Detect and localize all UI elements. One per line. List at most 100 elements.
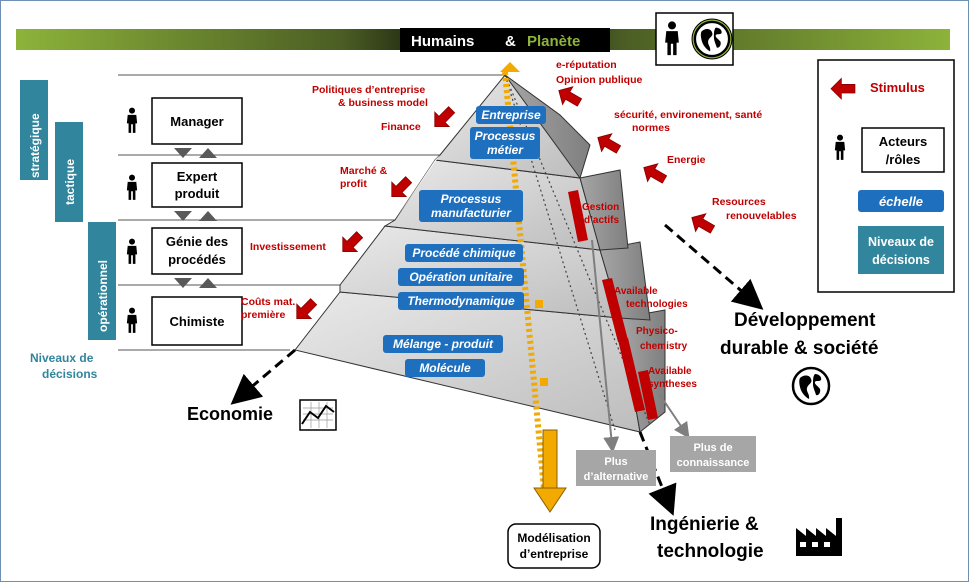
- banner-humains: Humains: [411, 33, 474, 50]
- stim-politiques-l2: & business model: [338, 97, 428, 109]
- modelisation-box: [507, 523, 601, 569]
- role-expert-l2: produit: [175, 186, 220, 201]
- arrow-down-icon: [533, 487, 567, 513]
- role-genie-l2: procédés: [168, 252, 226, 267]
- orange-core: [500, 62, 567, 513]
- stim-marche-l2: profit: [340, 178, 367, 190]
- side-labels: Gestion d’actifs Available technologies …: [582, 202, 697, 390]
- stim-resources-l2: renouvelables: [726, 210, 797, 222]
- globe-icon: [791, 366, 831, 406]
- banner-planete: Planète: [527, 33, 580, 50]
- arrow-up-icon: [199, 278, 217, 288]
- side-red-bars: [568, 190, 658, 420]
- plus-conn-l2: connaissance: [677, 457, 750, 469]
- arrow-down-icon: [174, 211, 192, 221]
- gray-arrows: [591, 239, 690, 453]
- scale-manuf-l1: Processus: [441, 192, 502, 206]
- role-chimiste-box: [151, 296, 243, 346]
- side-tech-l1: Available: [614, 286, 658, 297]
- person-icon: [126, 107, 138, 133]
- globe-icon: [693, 20, 731, 58]
- role-chimiste: Chimiste: [170, 314, 225, 329]
- outcome-economie: Economie: [187, 404, 273, 424]
- arrow-up-icon: [199, 211, 217, 221]
- side-gestion-l2: d’actifs: [584, 215, 619, 226]
- person-icon: [126, 307, 138, 333]
- scales: Entreprise Processus métier Processus ma…: [383, 106, 546, 377]
- level-bar-tactique: [55, 122, 83, 222]
- level-bar-operationnel: [88, 222, 116, 340]
- level-tactique: tactique: [63, 159, 77, 205]
- legend-niveaux-box: [858, 226, 944, 274]
- plus-alt-l1: Plus: [604, 456, 627, 468]
- side-physico-l2: chemistry: [640, 341, 688, 352]
- legend-echelle: échelle: [879, 194, 923, 209]
- stim-ereputation: e-réputation: [556, 59, 617, 71]
- factory-icon: [796, 518, 842, 556]
- stim-resources-l1: Resources: [712, 196, 766, 208]
- role-manager: Manager: [170, 114, 223, 129]
- stim-investissement: Investissement: [250, 241, 326, 253]
- banner-amp: &: [505, 33, 516, 50]
- side-synth-l1: Available: [648, 366, 692, 377]
- plus-connaissance-box: [670, 436, 756, 472]
- role-genie-box: [151, 227, 243, 275]
- stim-securite: sécurité, environement, santé: [614, 109, 762, 121]
- arrow-up-icon: [199, 148, 217, 158]
- legend-acteurs-box: [861, 127, 945, 173]
- stim-couts-l2: première: [241, 309, 286, 321]
- scale-melange: Mélange - produit: [393, 337, 494, 351]
- arrow-down-icon: [174, 148, 192, 158]
- scale-manuf-l2: manufacturier: [431, 206, 512, 220]
- stim-finance: Finance: [381, 121, 421, 133]
- level-bar-strategique: [20, 80, 48, 180]
- chart-icon: [299, 399, 337, 431]
- stimuli-right: e-réputation Opinion publique sécurité, …: [556, 59, 797, 222]
- legend-acteurs-l2: /rôles: [886, 152, 921, 167]
- stim-energie: Energie: [667, 154, 706, 166]
- scale-operation: Opération unitaire: [409, 270, 513, 284]
- side-synth-l2: syntheses: [648, 379, 697, 390]
- modelisation-l1: Modélisation: [517, 531, 590, 545]
- levels-caption-l1: Niveaux de: [30, 351, 94, 365]
- stimuli-left: Politiques d’entreprise & business model…: [241, 84, 428, 321]
- level-lines: [118, 74, 505, 351]
- outcome-dev-l1: Développement: [734, 310, 876, 331]
- legend-echelle-box: [858, 190, 944, 212]
- role-expert-box: [151, 162, 243, 208]
- role-genie-l1: Génie des: [166, 234, 228, 249]
- plus-alternative-box: [576, 450, 656, 486]
- legend-acteurs-l1: Acteurs: [879, 134, 927, 149]
- scale-processus-l1: Processus: [475, 129, 536, 143]
- role-expert-l1: Expert: [177, 169, 218, 184]
- stim-normes: normes: [632, 122, 670, 134]
- stim-couts-l1: Coûts mat.: [241, 296, 295, 308]
- scale-entreprise: Entreprise: [481, 108, 541, 122]
- plus-conn-l1: Plus de: [693, 442, 732, 454]
- arrow-down-icon: [174, 278, 192, 288]
- role-manager-box: [151, 97, 243, 145]
- levels-caption-l2: décisions: [42, 367, 98, 381]
- plus-alt-l2: d’alternative: [584, 471, 649, 483]
- level-strategique: stratégique: [28, 113, 42, 178]
- stim-opinion: Opinion publique: [556, 74, 642, 86]
- outcome-dev-l2: durable & société: [720, 338, 878, 359]
- scale-processus-l2: métier: [487, 143, 524, 157]
- legend-stimulus: Stimulus: [870, 80, 925, 95]
- level-operationnel: opérationnel: [96, 260, 110, 332]
- legend-niveaux-l2: décisions: [872, 253, 930, 267]
- side-tech-l2: technologies: [626, 299, 688, 310]
- modelisation-l2: d’entreprise: [520, 547, 589, 561]
- outcome-ing-l2: technologie: [657, 541, 764, 562]
- scale-thermo: Thermodynamique: [407, 294, 515, 308]
- scale-procede: Procédé chimique: [412, 246, 516, 260]
- side-gestion-l1: Gestion: [582, 202, 619, 213]
- scale-molecule: Molécule: [419, 361, 471, 375]
- stim-politiques-l1: Politiques d’entreprise: [312, 84, 425, 96]
- side-physico-l1: Physico-: [636, 326, 678, 337]
- person-icon: [126, 174, 138, 200]
- banner-title-bg: [400, 28, 610, 52]
- person-icon: [126, 238, 138, 264]
- stim-marche-l1: Marché &: [340, 165, 388, 177]
